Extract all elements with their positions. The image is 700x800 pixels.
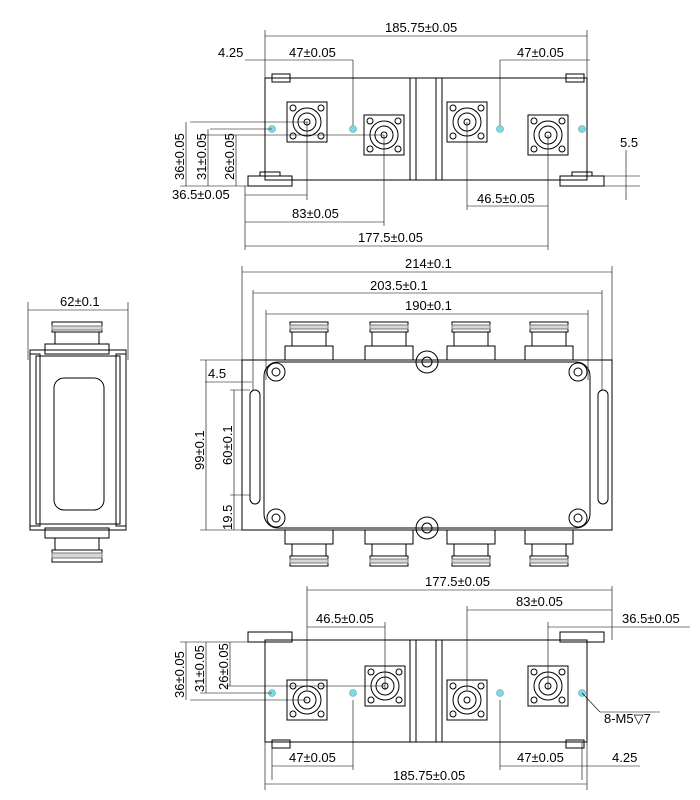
- bottom-connector-3: [446, 679, 488, 721]
- dim-bottom-46-5: 46.5±0.05: [316, 611, 374, 626]
- bottom-connector-4: [527, 665, 569, 707]
- dim-bottom-185-75: 185.75±0.05: [393, 768, 465, 783]
- mount-hole: [578, 125, 586, 133]
- dim-front-190: 190±0.1: [405, 298, 452, 313]
- dim-front-214: 214±0.1: [405, 256, 452, 271]
- dim-bottom-36: 36±0.05: [172, 651, 187, 698]
- dim-top-46-5: 46.5±0.05: [477, 191, 535, 206]
- dim-bottom-36-5: 36.5±0.05: [622, 611, 680, 626]
- dim-top-36: 36±0.05: [172, 133, 187, 180]
- mount-hole: [496, 125, 504, 133]
- dim-top-47-left: 47±0.05: [289, 45, 336, 60]
- front-bottom-connectors: [284, 529, 574, 567]
- dim-bottom-26: 26±0.05: [216, 643, 231, 690]
- dim-bottom-83: 83±0.05: [516, 594, 563, 609]
- dim-top-177-5: 177.5±0.05: [358, 230, 423, 245]
- mount-hole: [496, 689, 504, 697]
- dim-side-62: 62±0.1: [60, 294, 100, 309]
- dim-top-31: 31±0.05: [194, 133, 209, 180]
- bottom-view: 177.5±0.05 46.5±0.05 83±0.05 36.5±0.05: [172, 574, 690, 790]
- dim-top-5-5: 5.5: [620, 135, 638, 150]
- dim-front-19-5: 19.5: [220, 505, 235, 530]
- mount-hole: [349, 689, 357, 697]
- dim-top-36-5: 36.5±0.05: [172, 187, 230, 202]
- dim-bottom-177-5: 177.5±0.05: [425, 574, 490, 589]
- dim-top-83: 83±0.05: [292, 206, 339, 221]
- front-top-connectors: [284, 321, 574, 361]
- top-view: 185.75±0.05 4.25 47±0.05 47±0.05: [172, 20, 640, 250]
- dim-front-203-5: 203.5±0.1: [370, 278, 428, 293]
- dim-front-4-5: 4.5: [208, 366, 226, 381]
- dim-front-99: 99±0.1: [192, 430, 207, 470]
- dim-top-185-75: 185.75±0.05: [385, 20, 457, 35]
- dim-bottom-47-right: 47±0.05: [517, 750, 564, 765]
- dim-bottom-47-left: 47±0.05: [289, 750, 336, 765]
- front-view: 214±0.1 203.5±0.1 190±0.1: [192, 256, 613, 567]
- thread-note: 8-M5▽7: [604, 711, 651, 726]
- dim-bottom-31: 31±0.05: [192, 645, 207, 692]
- dim-top-47-right: 47±0.05: [517, 45, 564, 60]
- mount-hole: [349, 125, 357, 133]
- dim-top-26: 26±0.05: [222, 133, 237, 180]
- dim-top-4-25: 4.25: [218, 45, 243, 60]
- dim-bottom-4-25: 4.25: [612, 750, 637, 765]
- side-view: 62±0.1: [27, 294, 129, 563]
- dim-front-60: 60±0.1: [220, 425, 235, 465]
